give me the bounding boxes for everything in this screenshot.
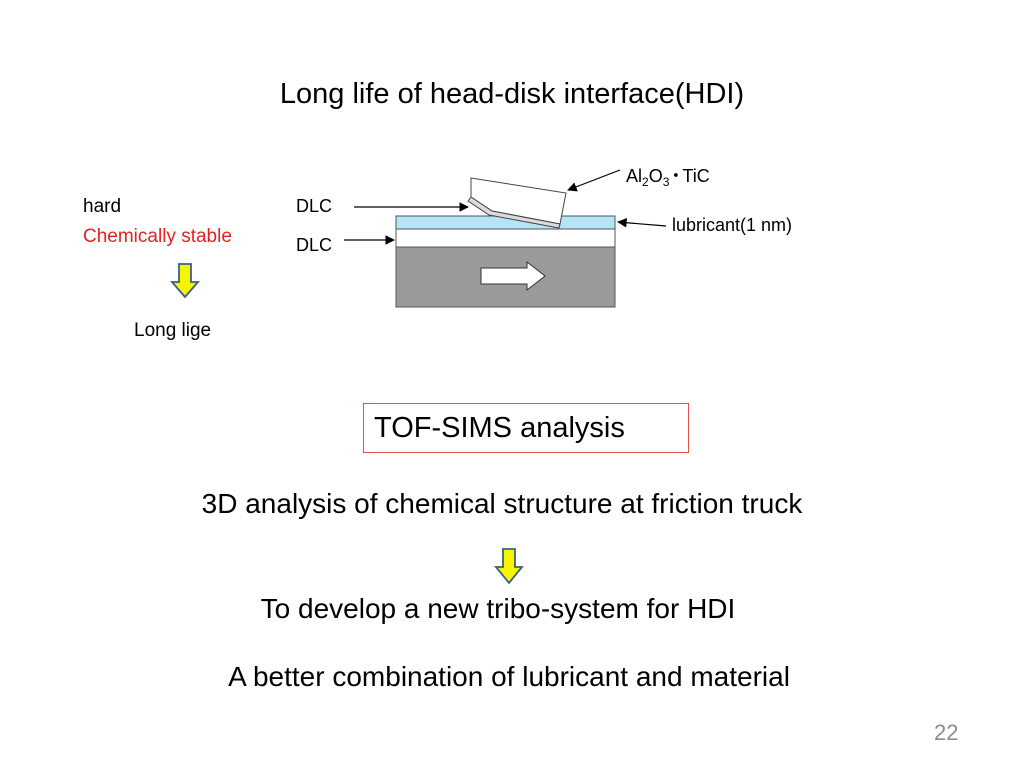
analysis-goal: To develop a new tribo-system for HDI: [260, 593, 736, 624]
slider-dlc-layer: [467, 196, 561, 229]
formula-sub-2: 2: [642, 175, 649, 189]
slide-title: Long life of head-disk interface(HDI): [279, 78, 745, 110]
property-hard: hard: [83, 196, 122, 217]
formula-separator: ･: [671, 166, 681, 186]
down-arrow-icon-center: [494, 548, 524, 585]
property-chemically-stable: Chemically stable: [83, 226, 232, 247]
page-number: 22: [934, 720, 959, 745]
formula-sub-3: 3: [662, 175, 670, 189]
property-result: Long lige: [134, 320, 212, 341]
disk-motion-arrow-icon: [480, 260, 546, 292]
pointer-lubricant: [617, 217, 667, 228]
analysis-method-box: TOF-SIMS analysis: [363, 403, 689, 453]
formula-tic: TiC: [682, 166, 710, 186]
analysis-purpose: 3D analysis of chemical structure at fri…: [201, 488, 803, 519]
pointer-slider-material: [567, 169, 621, 192]
label-slider-material: Al2O3･TiC: [626, 162, 710, 189]
label-dlc-disk: DLC: [296, 235, 333, 255]
down-arrow-icon-left: [170, 263, 200, 299]
label-lubricant: lubricant(1 nm): [672, 215, 793, 235]
label-dlc-slider: DLC: [296, 196, 333, 216]
formula-al: Al: [626, 166, 643, 186]
formula-o: O: [648, 166, 663, 186]
analysis-outcome: A better combination of lubricant and ma…: [228, 661, 790, 692]
disk-dlc-layer: [395, 228, 616, 248]
